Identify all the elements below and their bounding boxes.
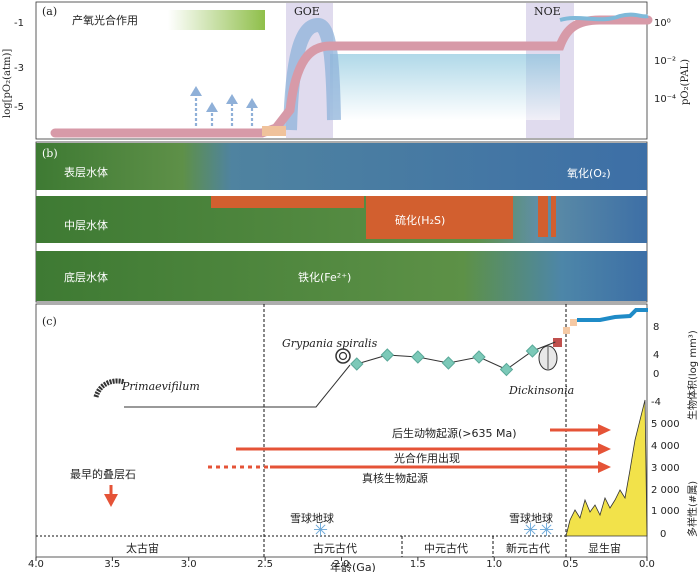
panel-a-label: (a) xyxy=(42,5,57,18)
po2-curve-blue xyxy=(559,12,649,22)
xtick-label: 0.0 xyxy=(639,559,655,570)
biovolume-point xyxy=(499,362,514,377)
sulfidic-interval-1 xyxy=(211,196,364,208)
earliest-stromatolite-label: 最早的叠层石 xyxy=(70,467,136,481)
ytick-div-3000: 3 000 xyxy=(651,463,680,474)
biovolume-point xyxy=(472,350,486,364)
biovolume-point xyxy=(441,356,456,370)
event-metazoa-label: 后生动物起源(>635 Ma) xyxy=(392,426,517,440)
sulfidic-label: 硫化(H₂S) xyxy=(395,213,445,227)
biovolume-point xyxy=(411,350,425,364)
oxic-label: 氧化(O₂) xyxy=(567,166,611,180)
primaevifilum-label: Primaevifilum xyxy=(121,380,200,393)
ferrous-label: 铁化(Fe²⁺) xyxy=(298,270,351,284)
dickinsonia-label: Dickinsonia xyxy=(508,384,574,397)
ytick-a-3: -3 xyxy=(14,63,24,74)
oxygen-pulse-arrows xyxy=(190,86,258,126)
panel-a: (a) GOE NOE 产氧光合作用 -1 -3 -5 10⁰ 10⁻² 10 xyxy=(2,1,691,140)
snowflake-icon-2: ✳ xyxy=(523,520,538,541)
yaxis-diversity-label: 多样性(#属) xyxy=(686,481,699,537)
ytick-a-1: -1 xyxy=(14,18,24,29)
ytick-div-0: 0 xyxy=(660,529,666,540)
xtick-label: 1.5 xyxy=(410,559,426,570)
panel-b: (b) 表层水体 中层水体 底层水体 氧化(O₂) 硫化(H₂S) 铁化(Fe²… xyxy=(35,141,648,303)
phanerozoic-size-box-1 xyxy=(563,327,570,334)
ytick-a-5: -5 xyxy=(14,102,24,113)
ytick-ar-0: 10⁰ xyxy=(654,18,671,29)
ytick-bio-4: 4 xyxy=(653,350,659,361)
biovolume-point xyxy=(350,357,364,371)
eon-neoproterozoic: 新元古代 xyxy=(506,541,550,555)
event-arrows xyxy=(104,424,611,507)
grypania-label: Grypania spiralis xyxy=(282,337,378,350)
noe-label: NOE xyxy=(534,5,561,18)
yaxis-left-label: log[pO₂(atm)] xyxy=(2,49,13,118)
eon-paleoproterozoic: 古元古代 xyxy=(313,542,357,555)
ytick-bio-8: 8 xyxy=(653,322,659,333)
ytick-ar-2: 10⁻² xyxy=(654,56,676,67)
xtick-label: 2.5 xyxy=(257,559,273,570)
xtick-label: 3.5 xyxy=(104,559,120,570)
sulfidic-interval-2 xyxy=(366,196,513,239)
panel-c: (c) Grypania spiralis Primaevifilum Dick… xyxy=(35,303,699,558)
ytick-div-2000: 2 000 xyxy=(651,485,680,496)
ediacaran-size-box xyxy=(553,338,562,347)
ytick-div-5000: 5 000 xyxy=(651,419,680,430)
surface-water-label: 表层水体 xyxy=(64,165,108,179)
ytick-div-1000: 1 000 xyxy=(651,506,680,517)
phanerozoic-biovolume-line xyxy=(577,308,648,322)
goe-label: GOE xyxy=(294,5,320,18)
x-axis: 4.0 3.5 3.0 2.5 2.0 1.5 1.0 0.5 0.0 年龄(Ga) xyxy=(28,557,655,572)
ytick-bio-m4: -4 xyxy=(651,397,661,408)
photosynthesis-label: 产氧光合作用 xyxy=(72,13,138,27)
sulfidic-interval-3 xyxy=(538,196,548,237)
transition-box xyxy=(262,126,286,136)
middle-water-label: 中层水体 xyxy=(64,218,108,232)
ytick-bio-0: 0 xyxy=(653,369,659,380)
grypania-icon xyxy=(335,348,351,364)
xtick-label: 0.5 xyxy=(563,559,579,570)
x-axis-label: 年龄(Ga) xyxy=(330,560,376,572)
ytick-ar-4: 10⁻⁴ xyxy=(654,94,676,105)
po2-curve-pink xyxy=(50,15,653,138)
xtick-label: 3.0 xyxy=(181,559,197,570)
panel-b-label: (b) xyxy=(42,147,58,160)
bottom-water-label: 底层水体 xyxy=(64,270,108,284)
yaxis-biovolume-label: 生物体积(log mm³) xyxy=(686,330,699,420)
snowflake-icon-1: ✳ xyxy=(313,520,328,541)
yaxis-right-label: pO₂(PAL) xyxy=(680,59,691,105)
biovolume-point xyxy=(525,344,540,358)
panel-c-label: (c) xyxy=(42,315,57,328)
xtick-label: 4.0 xyxy=(28,559,44,570)
eon-archean: 太古宙 xyxy=(126,541,159,555)
sulfidic-interval-4 xyxy=(551,196,556,237)
primaevifilum-icon xyxy=(93,378,125,398)
oxygen-uncertainty-fill xyxy=(330,54,560,120)
phanerozoic-size-box-2 xyxy=(570,319,577,326)
bottom-water-band xyxy=(36,251,647,301)
eon-phanerozoic: 显生宙 xyxy=(588,541,621,555)
xtick-label: 1.0 xyxy=(486,559,502,570)
biovolume-point xyxy=(380,348,395,362)
photosynthesis-bar xyxy=(168,10,265,30)
snowball-earth-label-2: 雪球地球 xyxy=(509,511,553,525)
biovolume-series xyxy=(350,341,556,377)
event-eukaryote-label: 真核生物起源 xyxy=(362,471,428,485)
ytick-div-4000: 4 000 xyxy=(651,441,680,452)
snowflake-icon-3: ✳ xyxy=(539,520,554,541)
event-photosynthesis-label: 光合作用出现 xyxy=(394,451,460,465)
primaevifilum-connector xyxy=(124,364,351,408)
eon-mesoproterozoic: 中元古代 xyxy=(424,542,468,555)
diversity-area xyxy=(565,399,648,537)
xtick-label: 2.0 xyxy=(334,559,350,570)
surface-water-band xyxy=(36,143,647,190)
dickinsonia-icon xyxy=(538,345,558,371)
snowball-earth-label-1: 雪球地球 xyxy=(290,511,334,525)
